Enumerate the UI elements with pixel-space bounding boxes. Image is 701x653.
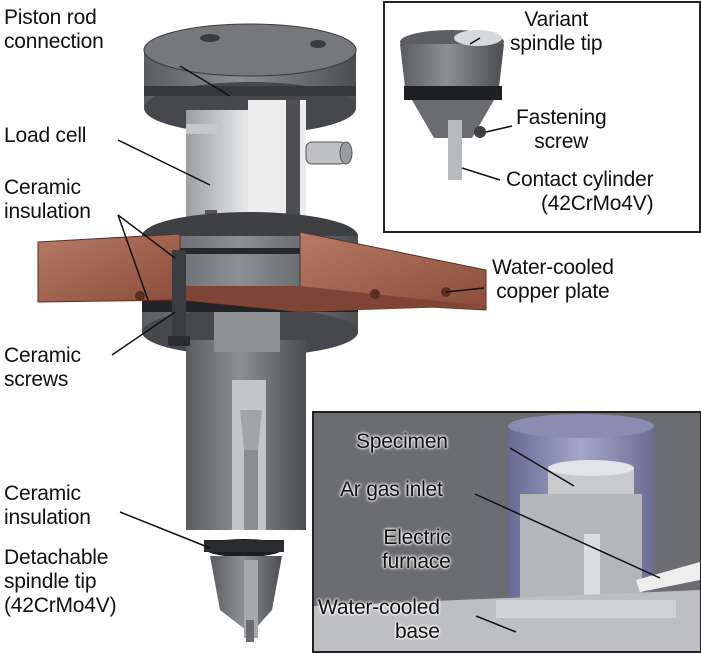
label-line: Load cell [4, 124, 87, 147]
label-line: Water-cooled [318, 596, 440, 619]
label-ceramic-insulation-top: Ceramic insulation [4, 176, 91, 224]
inset-furnace [312, 411, 701, 653]
label-contact-cylinder: Contact cylinder (42CrMo4V) [506, 168, 654, 216]
label-line: Detachable [4, 546, 109, 569]
label-line: insulation [4, 506, 91, 529]
label-ceramic-insulation-bottom: Ceramic insulation [4, 482, 91, 530]
water-cooled-base-part [314, 590, 700, 651]
label-water-cooled-base: Water-cooled base [318, 596, 440, 644]
label-line: spindle tip [510, 32, 603, 55]
label-load-cell: Load cell [4, 124, 86, 148]
spindle-body [186, 312, 306, 530]
label-line: connection [4, 30, 104, 53]
label-variant-spindle-tip: Variant spindle tip [510, 8, 603, 56]
label-line: Specimen [356, 430, 448, 453]
label-detachable-spindle-tip: Detachable spindle tip (42CrMo4V) [4, 546, 117, 618]
label-piston-rod-connection: Piston rod connection [4, 6, 104, 54]
label-water-cooled-copper-plate: Water-cooled copper plate [492, 256, 614, 304]
label-line: screw [534, 130, 589, 153]
label-specimen: Specimen [356, 430, 448, 454]
label-line: Contact cylinder [506, 168, 654, 191]
label-line: base [394, 620, 440, 643]
cable-connector [305, 141, 353, 165]
label-ar-gas-inlet: Ar gas inlet [340, 478, 443, 502]
label-line: Water-cooled [492, 256, 614, 279]
label-line: Piston rod [4, 6, 97, 29]
label-line: (42CrMo4V) [541, 192, 654, 215]
label-line: (42CrMo4V) [4, 594, 117, 617]
label-ceramic-screws: Ceramic screws [4, 344, 81, 392]
label-line: spindle tip [4, 570, 97, 593]
label-electric-furnace: Electric furnace [382, 526, 451, 574]
detachable-spindle-tip [210, 556, 282, 642]
label-line: Ceramic [4, 176, 81, 199]
inset-variant-tip [383, 1, 701, 233]
variant-tip-part [400, 30, 504, 180]
label-line: copper plate [496, 280, 610, 303]
ceramic-ring-lower [204, 539, 284, 557]
label-line: Fastening [516, 106, 607, 129]
label-line: Ceramic [4, 344, 81, 367]
label-line: furnace [382, 550, 451, 573]
label-line: Ceramic [4, 482, 81, 505]
label-line: Variant [524, 8, 588, 31]
leader-lines [111, 37, 661, 633]
label-line: screws [4, 368, 69, 391]
ceramic-screw [168, 250, 190, 346]
label-fastening-screw: Fastening screw [516, 106, 607, 154]
label-line: insulation [4, 200, 91, 223]
label-line: Ar gas inlet [340, 478, 443, 501]
specimen-holder-part [520, 460, 700, 612]
label-line: Electric [383, 526, 451, 549]
main-assembly [37, 23, 487, 642]
